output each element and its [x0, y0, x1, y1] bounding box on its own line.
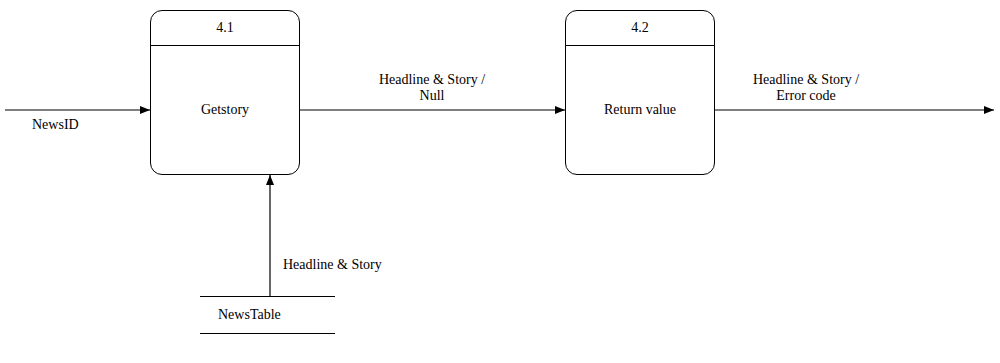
data-store: NewsTable [200, 296, 335, 334]
output-flow-arrow [715, 109, 994, 110]
process-number: 4.2 [566, 11, 714, 46]
flow-label: Headline & Story / Null [377, 72, 487, 104]
process-number: 4.1 [151, 11, 299, 46]
store-name: NewsTable [200, 307, 281, 323]
input-flow-arrow [5, 109, 150, 110]
process-name: Return value [566, 46, 714, 174]
flow-label: Headline & Story [283, 257, 382, 273]
process-box: 4.1Getstory [150, 10, 300, 175]
flow-label: Headline & Story / Error code [750, 72, 862, 104]
data-flow [300, 109, 565, 110]
data-flow [269, 175, 270, 296]
process-box: 4.2Return value [565, 10, 715, 175]
process-name: Getstory [151, 46, 299, 174]
flow-label: NewsID [32, 117, 79, 133]
